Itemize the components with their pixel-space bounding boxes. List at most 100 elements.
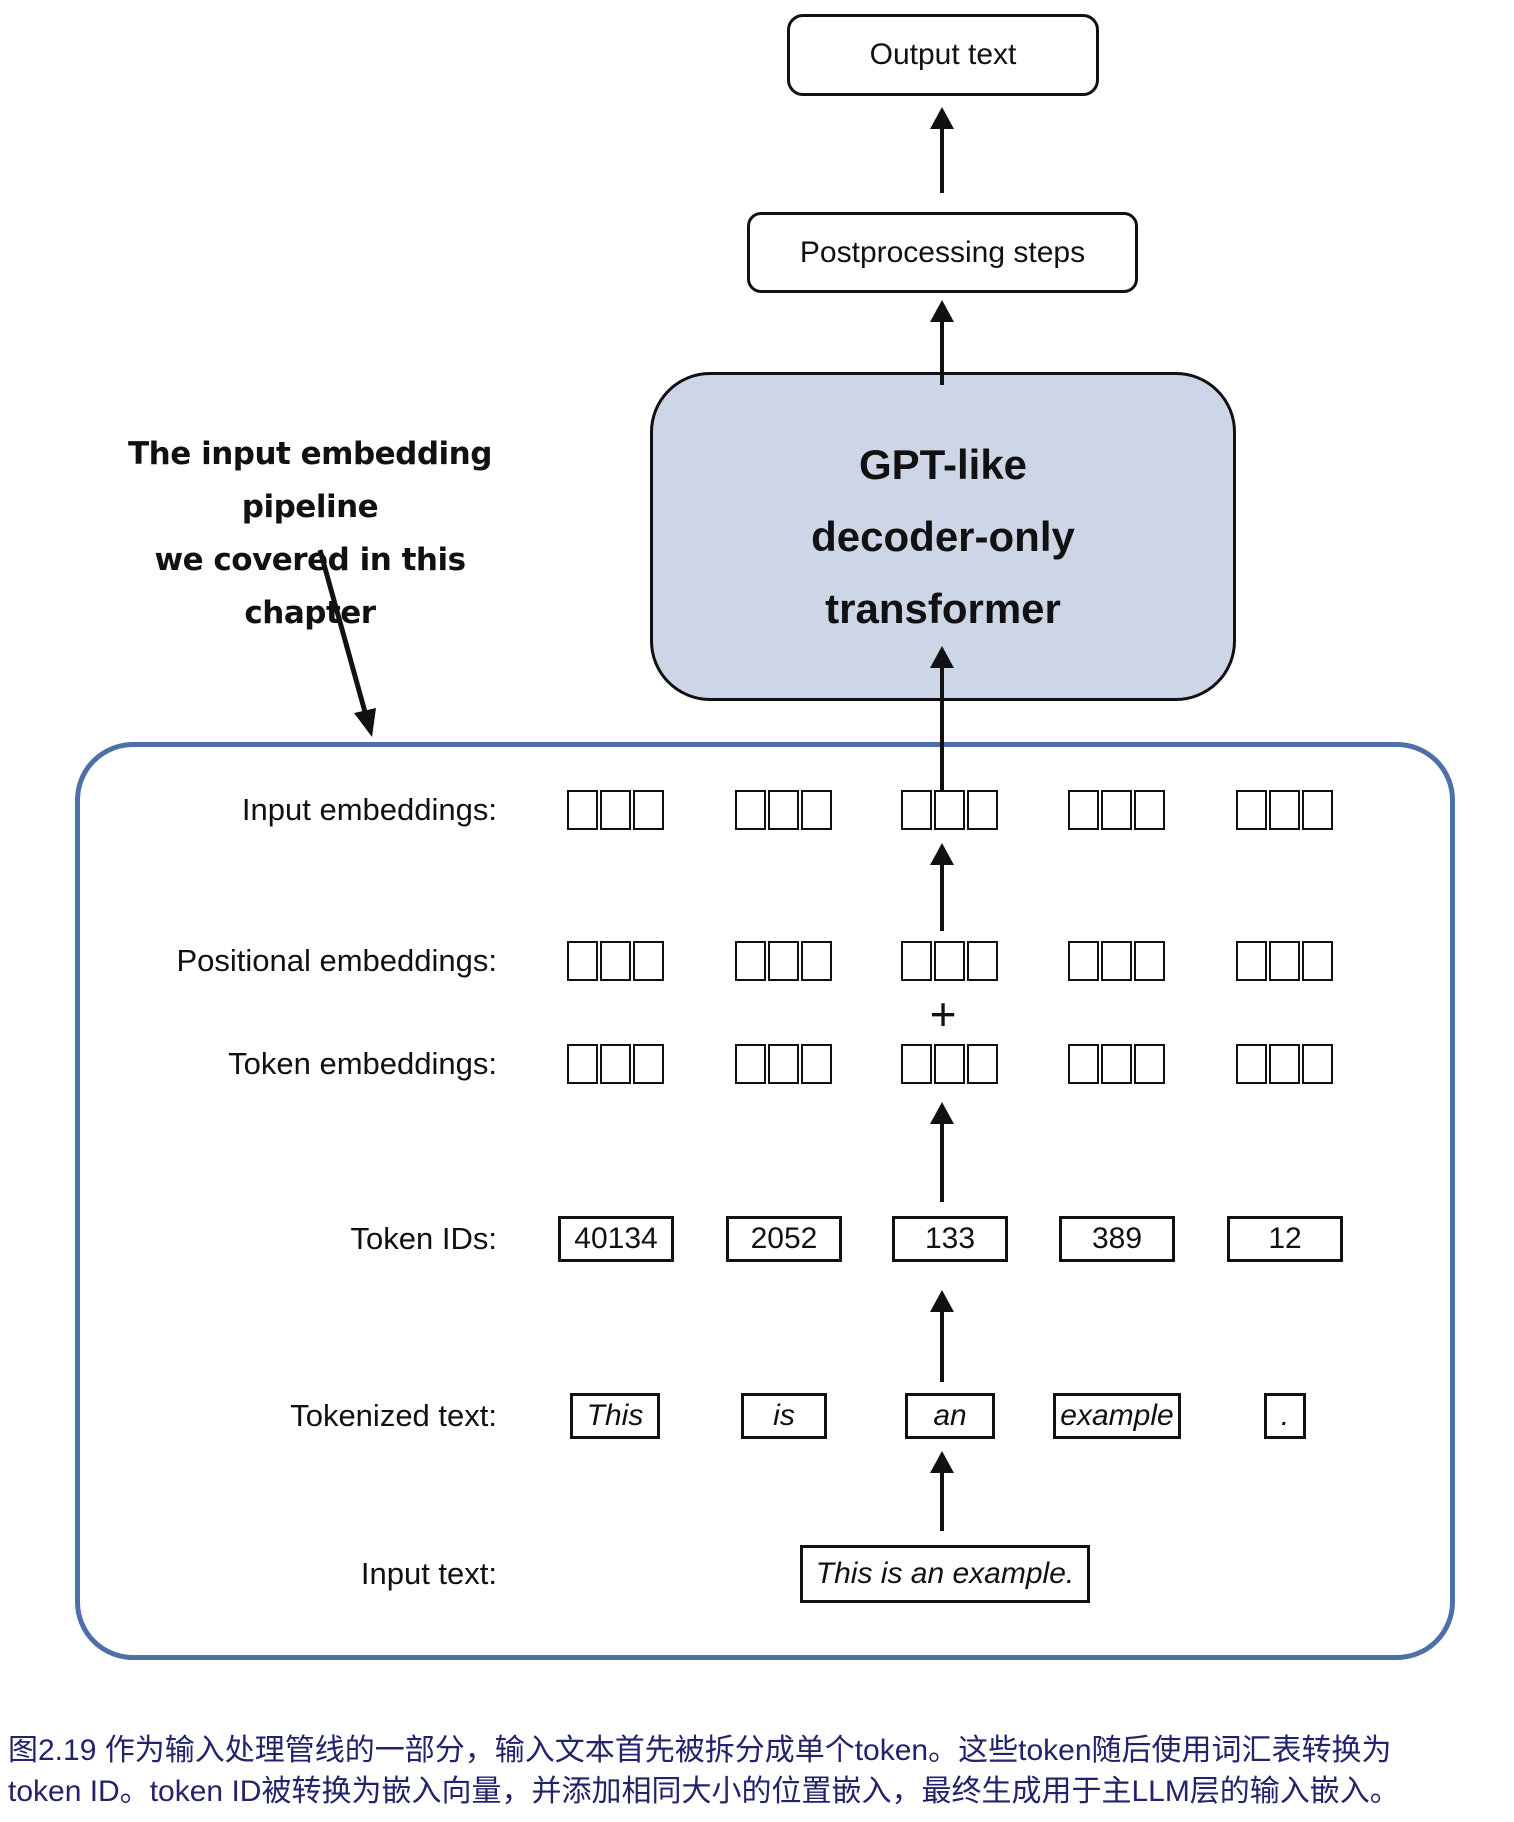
- arrow-head: [930, 843, 954, 865]
- gpt-box-line-3: transformer: [825, 584, 1061, 632]
- embedding-cell: [1302, 790, 1333, 830]
- row-label-positional-embeddings: Positional embeddings:: [176, 943, 497, 978]
- token-id-box: 389: [1059, 1216, 1175, 1262]
- embedding-cell: [1068, 941, 1099, 981]
- arrow-gpt-to-postprocessing: [929, 300, 955, 385]
- arrow-pipeline-to-gpt: [929, 646, 955, 790]
- embedding-cell: [567, 941, 598, 981]
- embedding-cell: [735, 790, 766, 830]
- embedding-cell: [600, 790, 631, 830]
- embedding-cell: [1068, 790, 1099, 830]
- embedding-cell: [801, 941, 832, 981]
- row-label-token-ids: Token IDs:: [350, 1221, 497, 1256]
- positional-embedding-vector: [1068, 941, 1165, 981]
- embedding-cell: [934, 941, 965, 981]
- arrow-head: [930, 1290, 954, 1312]
- embedding-cell: [600, 941, 631, 981]
- embedding-cell: [801, 790, 832, 830]
- postprocessing-steps-box: Postprocessing steps: [747, 212, 1138, 293]
- embedding-cell: [735, 941, 766, 981]
- embedding-cell: [735, 1044, 766, 1084]
- input-embedding-vector: [567, 790, 664, 830]
- token-id-box: 12: [1227, 1216, 1343, 1262]
- embedding-cell: [1101, 790, 1132, 830]
- annotation-line-1: The input embedding pipeline: [128, 436, 492, 525]
- gpt-box-line-2: decoder-only: [811, 512, 1075, 560]
- token-id-box: 2052: [726, 1216, 842, 1262]
- embedding-cell: [633, 941, 664, 981]
- positional-embedding-vector: [901, 941, 998, 981]
- arrow-token-ids-to-embeddings: [929, 1102, 955, 1202]
- arrow-head: [930, 1451, 954, 1473]
- embedding-cell: [1134, 790, 1165, 830]
- token-box: is: [741, 1393, 827, 1439]
- gpt-box-line-1: GPT-like: [858, 440, 1028, 488]
- output-text-label: Output text: [869, 38, 1017, 71]
- input-embedding-vector: [735, 790, 832, 830]
- embedding-cell: [1269, 1044, 1300, 1084]
- token-embedding-vector: [901, 1044, 998, 1084]
- token-box: .: [1264, 1393, 1306, 1439]
- token-embedding-vector: [735, 1044, 832, 1084]
- arrow-shaft: [940, 857, 944, 931]
- row-label-token-embeddings: Token embeddings:: [228, 1046, 497, 1081]
- embedding-cell: [1101, 941, 1132, 981]
- embedding-cell: [768, 790, 799, 830]
- token-box: This: [570, 1393, 660, 1439]
- input-embedding-pipeline-container: [75, 742, 1455, 1660]
- positional-embedding-vector: [735, 941, 832, 981]
- input-embedding-vector: [901, 790, 998, 830]
- input-text-box: This is an example.: [800, 1545, 1090, 1603]
- embedding-cell: [1101, 1044, 1132, 1084]
- annotation-line-2: we covered in this chapter: [154, 542, 466, 631]
- row-label-input-text: Input text:: [360, 1556, 497, 1591]
- annotation-pointer-arrow: [317, 549, 376, 737]
- embedding-cell: [934, 790, 965, 830]
- figure-caption-line-2: token ID。token ID被转换为嵌入向量，并添加相同大小的位置嵌入，最…: [8, 1775, 1400, 1808]
- token-box: an: [905, 1393, 995, 1439]
- input-embedding-vector: [1068, 790, 1165, 830]
- embedding-cell: [967, 790, 998, 830]
- embedding-cell: [633, 1044, 664, 1084]
- embedding-cell: [600, 1044, 631, 1084]
- arrow-head: [930, 107, 954, 129]
- row-label-tokenized-text: Tokenized text:: [290, 1398, 497, 1433]
- positional-embedding-vector: [1236, 941, 1333, 981]
- arrow-shaft: [940, 660, 944, 790]
- embedding-cell: [1302, 1044, 1333, 1084]
- embedding-cell: [934, 1044, 965, 1084]
- token-embedding-vector: [1236, 1044, 1333, 1084]
- embedding-cell: [967, 941, 998, 981]
- annotation-note: The input embedding pipeline we covered …: [95, 428, 525, 640]
- embedding-cell: [1236, 790, 1267, 830]
- arrow-sum-to-input-embeddings: [929, 843, 955, 931]
- row-label-input-embeddings: Input embeddings:: [241, 792, 497, 827]
- token-embedding-vector: [1068, 1044, 1165, 1084]
- positional-embedding-vector: [567, 941, 664, 981]
- embedding-cell: [768, 1044, 799, 1084]
- embedding-cell: [1236, 1044, 1267, 1084]
- arrow-input-text-to-tokens: [929, 1451, 955, 1531]
- embedding-cell: [1134, 1044, 1165, 1084]
- arrow-shaft: [940, 314, 944, 385]
- arrow-postprocessing-to-output: [929, 107, 955, 193]
- embedding-cell: [901, 790, 932, 830]
- arrow-shaft: [940, 1304, 944, 1382]
- token-embedding-vector: [567, 1044, 664, 1084]
- arrow-shaft: [940, 121, 944, 193]
- embedding-cell: [1269, 941, 1300, 981]
- arrow-shaft: [940, 1465, 944, 1531]
- embedding-cell: [967, 1044, 998, 1084]
- embedding-cell: [768, 941, 799, 981]
- embedding-cell: [801, 1044, 832, 1084]
- embedding-cell: [1068, 1044, 1099, 1084]
- figure-caption: 图2.19 作为输入处理管线的一部分，输入文本首先被拆分成单个token。这些t…: [8, 1730, 1510, 1812]
- embedding-cell: [901, 941, 932, 981]
- embedding-cell: [901, 1044, 932, 1084]
- embedding-cell: [567, 790, 598, 830]
- arrow-tokens-to-token-ids: [929, 1290, 955, 1382]
- embedding-cell: [1134, 941, 1165, 981]
- embedding-cell: [1302, 941, 1333, 981]
- figure-caption-line-1: 图2.19 作为输入处理管线的一部分，输入文本首先被拆分成单个token。这些t…: [8, 1734, 1392, 1767]
